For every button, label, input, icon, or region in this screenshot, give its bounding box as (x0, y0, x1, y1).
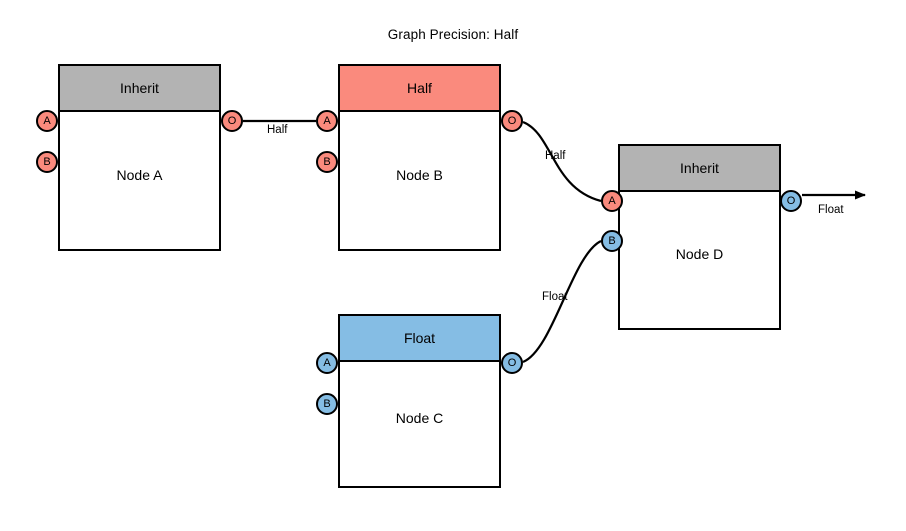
node-c-port-b[interactable]: B (316, 393, 338, 415)
edge-d-output-label: Float (818, 204, 844, 216)
node-d-body: Node D (620, 192, 779, 328)
node-c-port-a[interactable]: A (316, 352, 338, 374)
node-d-port-a[interactable]: A (601, 190, 623, 212)
node-d-label: Node D (675, 246, 724, 262)
node-d-port-b[interactable]: B (601, 230, 623, 252)
node-c-body: Node C (340, 362, 499, 486)
edge-a-to-b-label: Half (267, 124, 288, 136)
node-b-port-o[interactable]: O (501, 110, 523, 132)
node-a-port-a[interactable]: A (36, 110, 58, 132)
node-b-body: Node B (340, 112, 499, 249)
node-c-port-o[interactable]: O (501, 352, 523, 374)
node-d-port-o[interactable]: O (780, 190, 802, 212)
node-b-port-a[interactable]: A (316, 110, 338, 132)
node-b-port-b[interactable]: B (316, 151, 338, 173)
node-c-header[interactable]: Float (340, 316, 499, 362)
node-a-port-b[interactable]: B (36, 151, 58, 173)
node-a-body: Node A (60, 112, 219, 249)
node-c-label: Node C (395, 410, 444, 426)
node-a-port-o[interactable]: O (221, 110, 243, 132)
node-b-header[interactable]: Half (340, 66, 499, 112)
node-d-header[interactable]: Inherit (620, 146, 779, 192)
edge-c-to-d-label: Float (542, 291, 568, 303)
page-title: Graph Precision: Half (387, 27, 519, 42)
node-b-label: Node B (396, 166, 443, 183)
node-a-header[interactable]: Inherit (60, 66, 219, 112)
edge-b-to-d-label: Half (545, 150, 566, 162)
node-a-label: Node A (116, 166, 163, 183)
